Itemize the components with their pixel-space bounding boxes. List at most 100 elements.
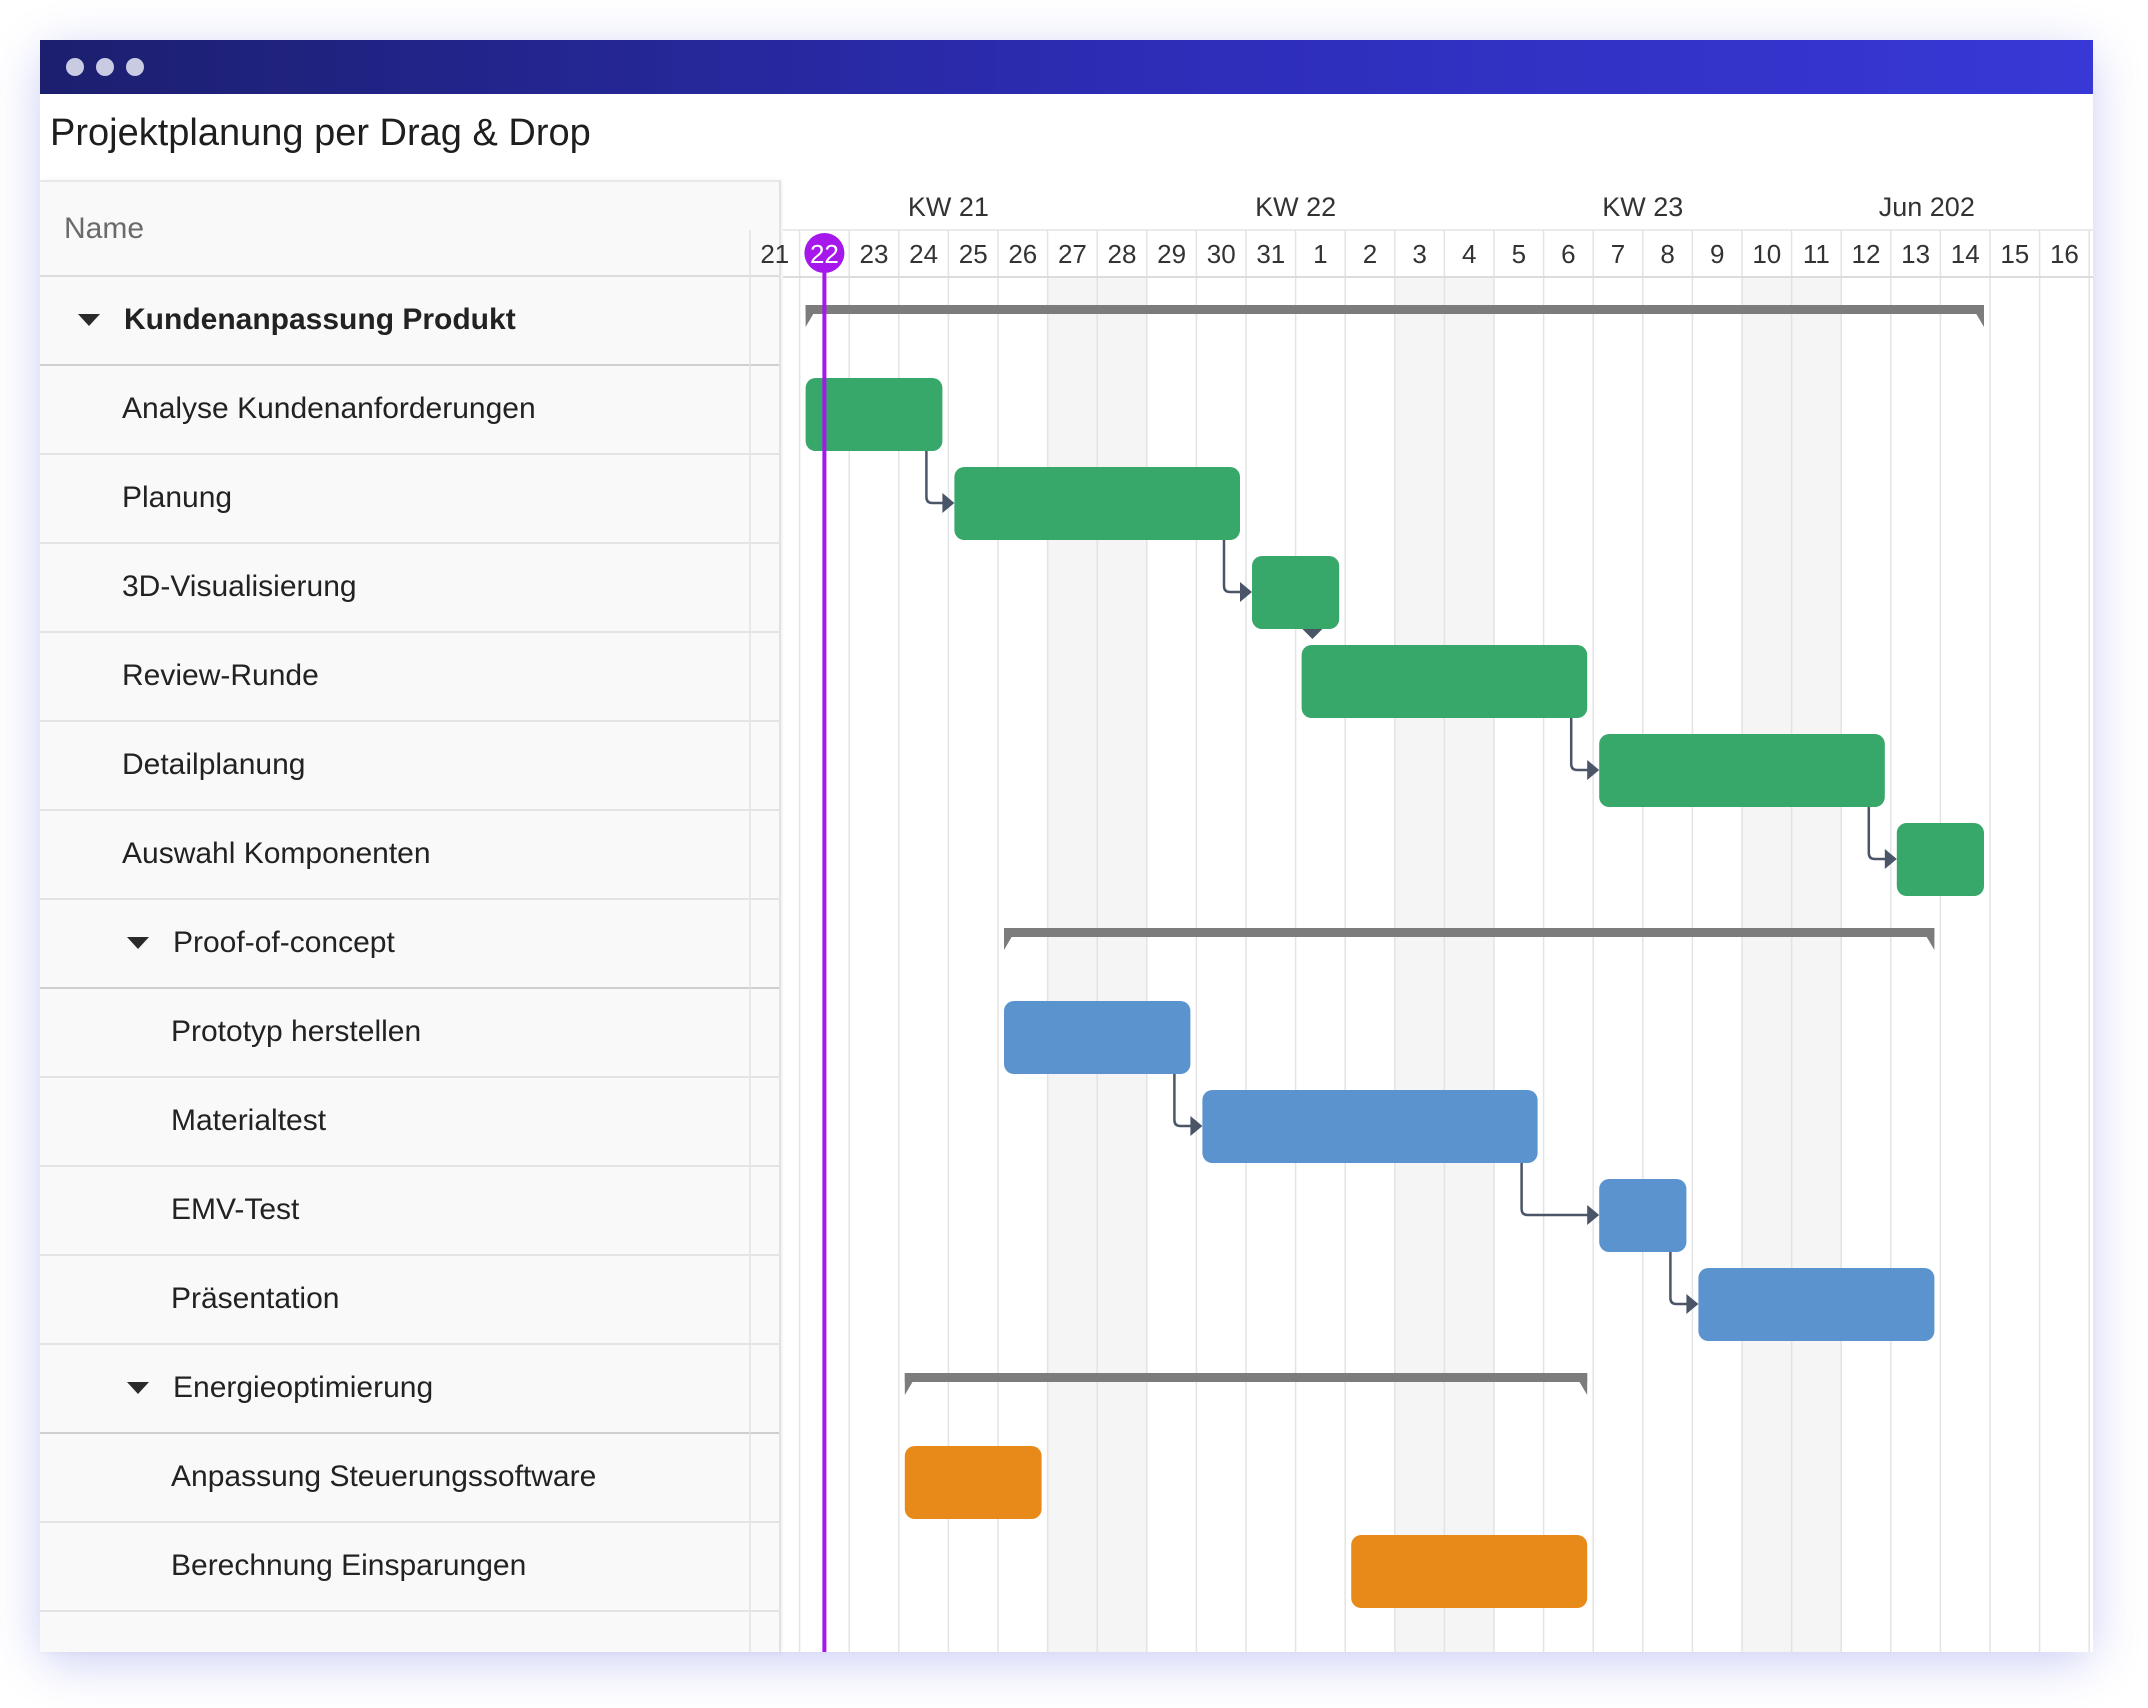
grid-row[interactable]: Proof-of-concept [40, 900, 779, 989]
grid-row[interactable]: Planung [40, 455, 779, 544]
name-column-header[interactable]: Name [64, 212, 145, 245]
summary-bar-right-cap [1574, 1373, 1588, 1395]
grid-row[interactable]: Analyse Kundenanforderungen [40, 366, 779, 455]
grid-row[interactable]: Auswahl Komponenten [40, 811, 779, 900]
dependency-arrow-icon [1587, 760, 1600, 780]
weekend-shade [1394, 277, 1445, 1652]
task-bar[interactable] [1599, 734, 1885, 807]
task-bar[interactable] [1698, 1268, 1935, 1341]
day-label: 25 [959, 239, 988, 269]
task-bar[interactable] [904, 1446, 1042, 1519]
day-label: 12 [1852, 239, 1881, 269]
summary-bar-left-cap [904, 1373, 918, 1395]
grid-row[interactable]: Energieoptimierung [40, 1345, 779, 1434]
task-bar[interactable] [1351, 1535, 1588, 1608]
summary-bar[interactable] [805, 305, 1984, 314]
dependency-arrow-icon [942, 493, 955, 513]
day-label: 31 [1256, 239, 1285, 269]
task-bar[interactable] [1004, 1001, 1191, 1074]
dependency-line [1173, 1074, 1193, 1128]
day-label: 1 [1313, 239, 1327, 269]
window-minimize-dot[interactable] [96, 58, 114, 76]
dependency-arrow-icon [1240, 582, 1252, 602]
window-maximize-dot[interactable] [126, 58, 144, 76]
day-label: 9 [1710, 239, 1724, 269]
window-close-dot[interactable] [66, 58, 84, 76]
dependency-line [925, 451, 945, 505]
day-label: 4 [1462, 239, 1476, 269]
day-label: 8 [1660, 239, 1674, 269]
task-name: Detailplanung [122, 748, 306, 781]
summary-bar-right-cap [1921, 928, 1935, 950]
task-bar[interactable] [1202, 1090, 1538, 1163]
task-name: Auswahl Komponenten [122, 837, 431, 870]
dependency-line [1867, 807, 1887, 861]
task-name: Analyse Kundenanforderungen [122, 392, 536, 425]
task-name: Berechnung Einsparungen [171, 1549, 527, 1582]
summary-bar[interactable] [1004, 928, 1935, 937]
day-label: 29 [1157, 239, 1186, 269]
gantt-window: Projektplanung per Drag & Drop Name Kund… [40, 40, 2093, 1652]
day-label: 30 [1207, 239, 1236, 269]
day-label: 3 [1412, 239, 1426, 269]
day-label: 16 [2050, 239, 2079, 269]
task-name: EMV-Test [171, 1193, 300, 1226]
task-bar[interactable] [1301, 645, 1588, 718]
dependency-arrow-icon [1190, 1116, 1203, 1136]
summary-bar-left-cap [805, 305, 819, 327]
day-label: 10 [1752, 239, 1781, 269]
task-bar[interactable] [1896, 823, 1984, 896]
grid-row[interactable]: Präsentation [40, 1256, 779, 1345]
weekend-shade [1791, 277, 1842, 1652]
weekend-shade [1444, 277, 1494, 1652]
task-bar[interactable] [954, 467, 1240, 540]
day-label: 22 [810, 239, 839, 269]
day-label: 27 [1058, 239, 1087, 269]
grid-row[interactable]: Materialtest [40, 1078, 779, 1167]
summary-bar-left-cap [1004, 928, 1017, 950]
day-label: 15 [2000, 239, 2029, 269]
task-name: Energieoptimierung [173, 1371, 434, 1404]
task-bar[interactable] [1599, 1179, 1687, 1252]
grid-row[interactable]: Detailplanung [40, 722, 779, 811]
task-name: Präsentation [171, 1282, 340, 1315]
expand-caret-icon[interactable] [127, 1382, 149, 1394]
dependency-arrow-icon [1884, 849, 1897, 869]
task-name: Review-Runde [122, 659, 319, 692]
expand-caret-icon[interactable] [78, 314, 100, 326]
grid-row[interactable]: Prototyp herstellen [40, 989, 779, 1078]
dependency-line [1569, 718, 1590, 772]
grid-row[interactable]: 3D-Visualisierung [40, 544, 779, 633]
task-name: Prototyp herstellen [171, 1015, 422, 1048]
grid-row[interactable]: Berechnung Einsparungen [40, 1523, 779, 1612]
task-name: Materialtest [171, 1104, 327, 1137]
grid-header: Name [40, 180, 779, 277]
task-bar[interactable] [1252, 556, 1340, 629]
day-label: 28 [1108, 239, 1137, 269]
grid-row[interactable]: Kundenanpassung Produkt [40, 277, 779, 366]
app-title: Projektplanung per Drag & Drop [50, 112, 591, 154]
grid-row[interactable]: Review-Runde [40, 633, 779, 722]
task-name: Kundenanpassung Produkt [124, 303, 516, 336]
today-marker-icon [804, 233, 845, 273]
summary-bar-right-cap [1971, 305, 1984, 327]
dependency-line [1669, 1252, 1689, 1306]
task-name: Anpassung Steuerungssoftware [171, 1460, 597, 1493]
day-label: 7 [1611, 239, 1625, 269]
week-label: KW 22 [1255, 192, 1336, 222]
grid-row[interactable]: Anpassung Steuerungssoftware [40, 1434, 779, 1523]
weekend-shade [1742, 277, 1792, 1652]
grid-row[interactable]: EMV-Test [40, 1167, 779, 1256]
dependency-arrow-icon [1686, 1294, 1699, 1314]
week-label: KW 23 [1602, 192, 1683, 222]
week-label: KW 21 [908, 192, 989, 222]
dependency-line [1222, 540, 1242, 594]
expand-caret-icon[interactable] [127, 937, 149, 949]
summary-bar[interactable] [904, 1373, 1588, 1382]
task-name: Proof-of-concept [173, 926, 395, 959]
task-bar[interactable] [805, 378, 943, 451]
day-label: 2 [1363, 239, 1377, 269]
